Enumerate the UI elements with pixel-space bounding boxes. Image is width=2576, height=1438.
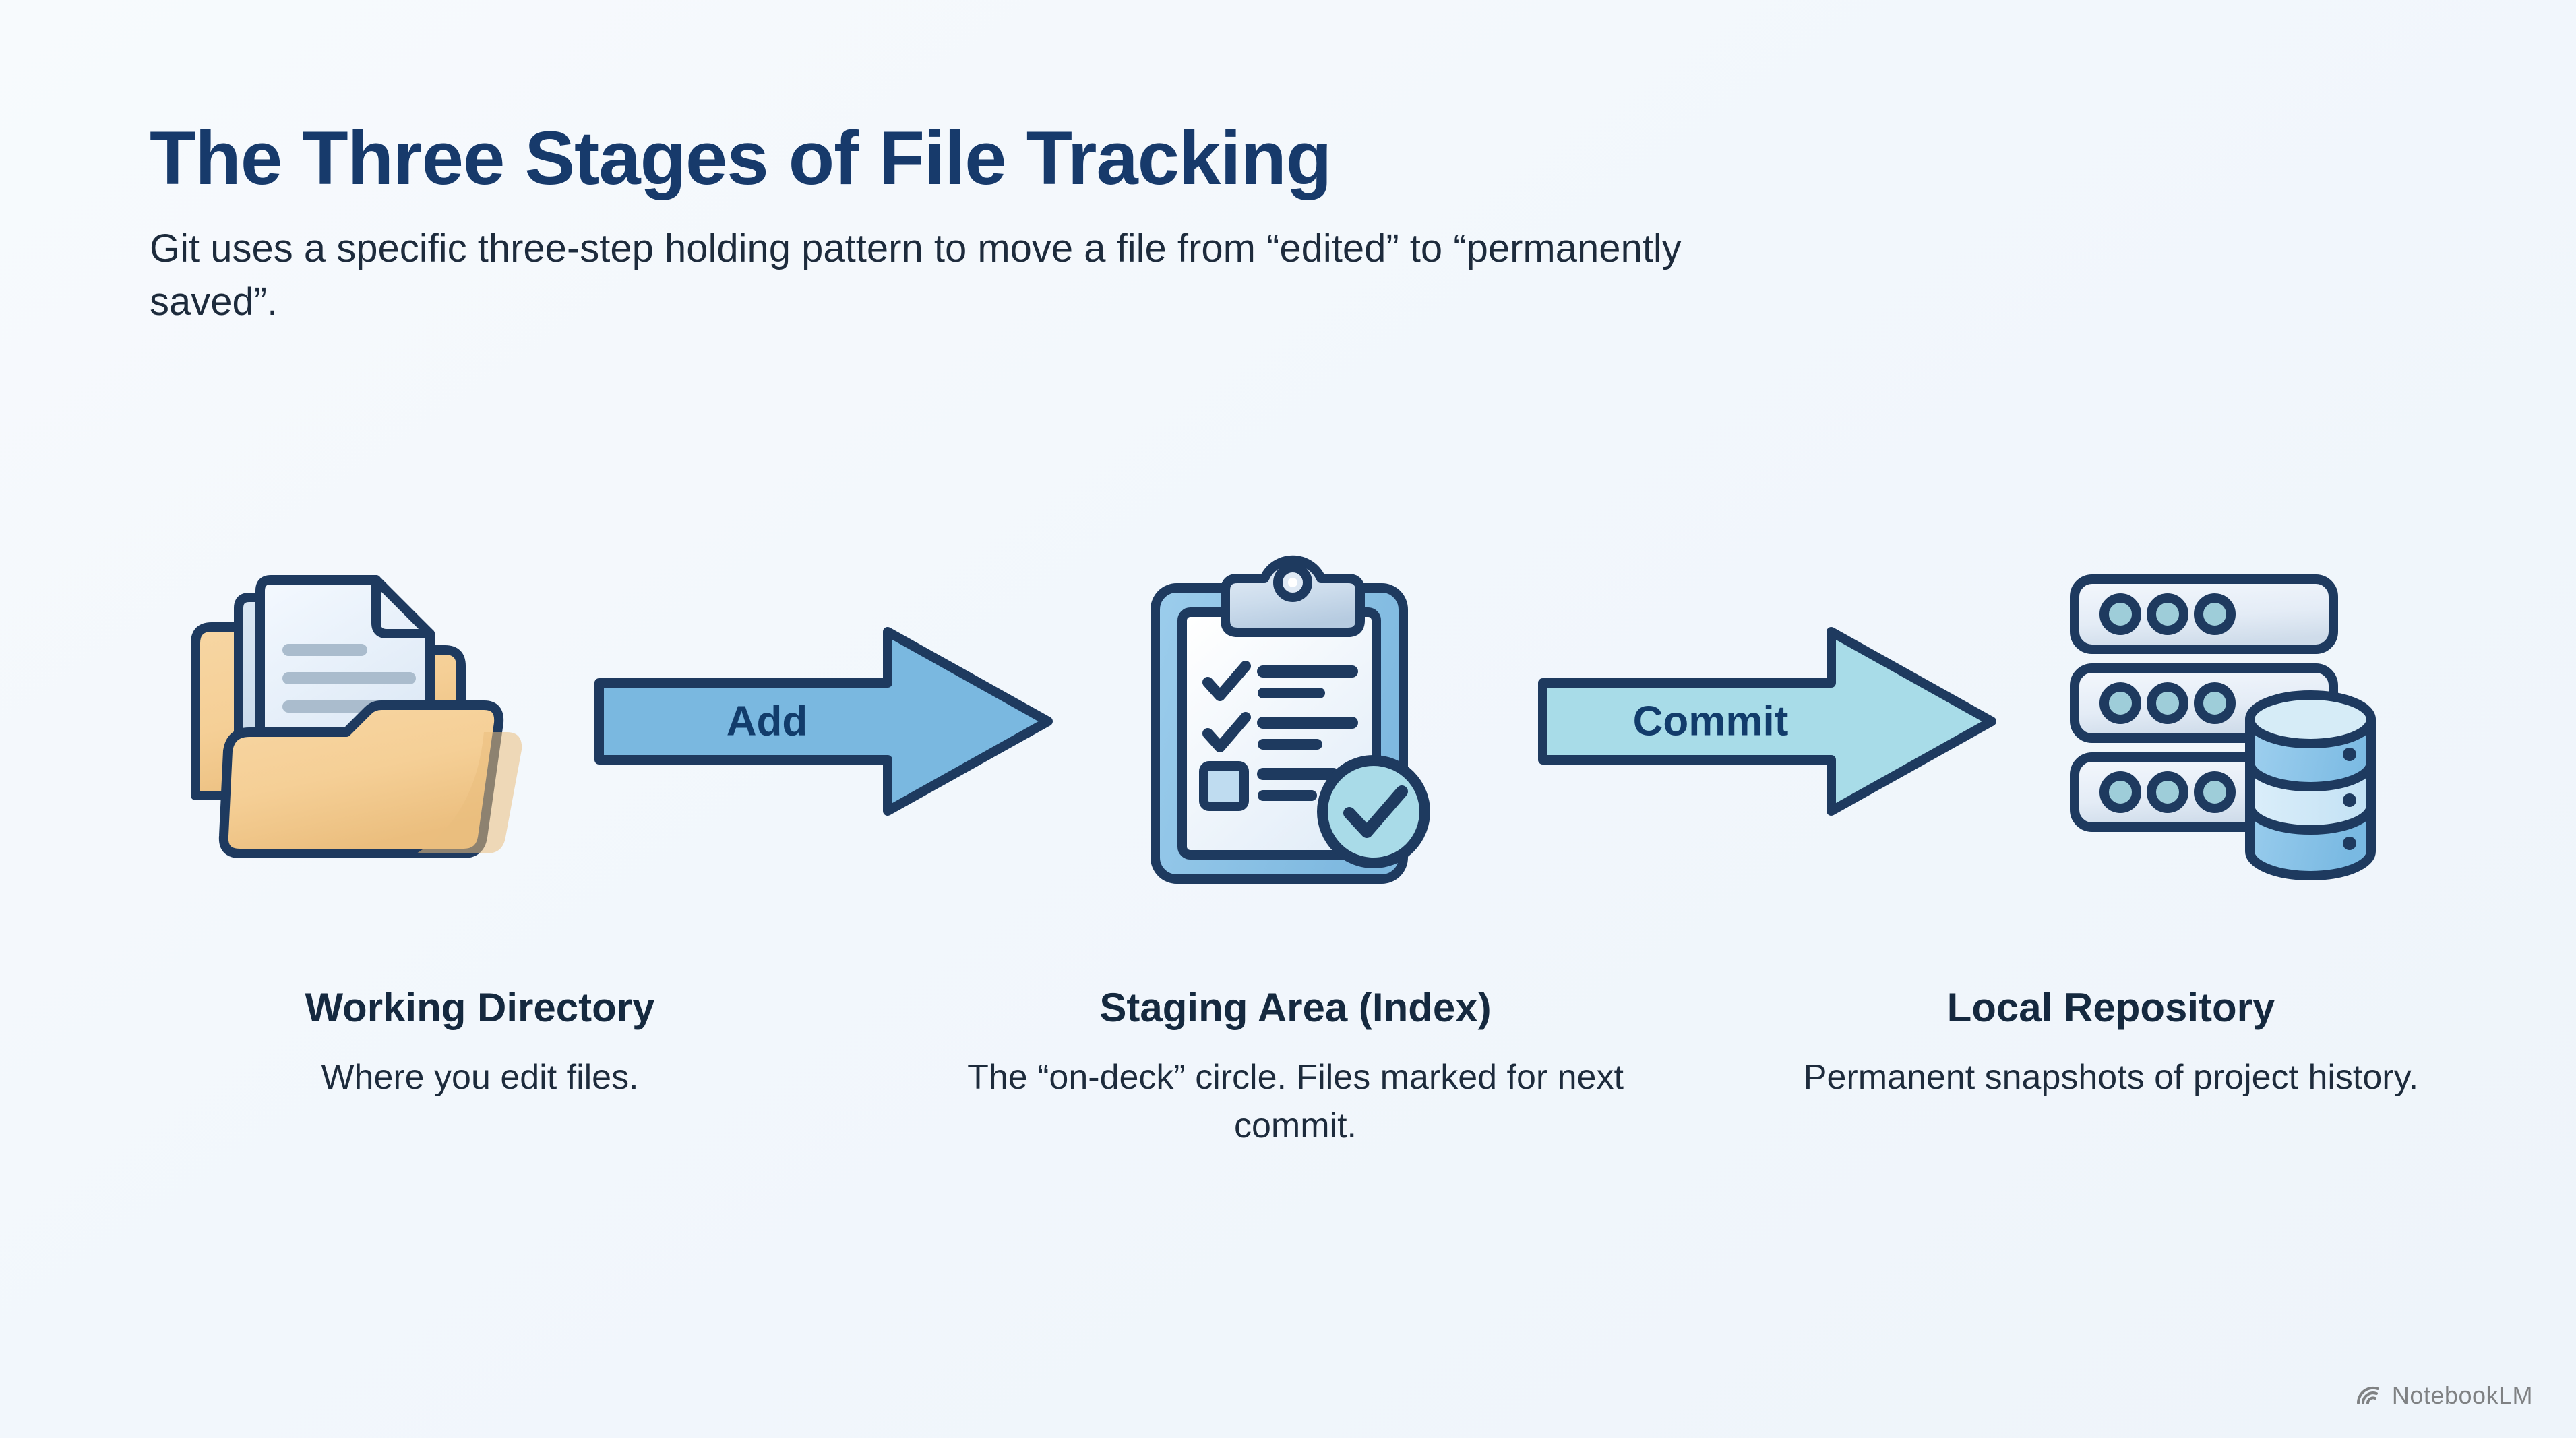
watermark-label: NotebookLM xyxy=(2391,1381,2533,1409)
page-subtitle: Git uses a specific three-step holding p… xyxy=(150,226,1682,324)
caption-description: Permanent snapshots of project history. xyxy=(1803,1058,2419,1097)
caption-working-directory: Working Directory Where you edit files. xyxy=(150,984,810,1151)
staged-check-badge-icon xyxy=(1317,755,1430,868)
commit-arrow-icon xyxy=(1538,627,1996,816)
staging-area-icon-slot xyxy=(1093,539,1498,903)
caption-description: The “on-deck” circle. Files marked for n… xyxy=(967,1058,1624,1145)
server-rack-unit-1 xyxy=(2070,574,2338,654)
notebooklm-watermark: NotebookLM xyxy=(2356,1381,2533,1410)
stage-captions-row: Working Directory Where you edit files. … xyxy=(150,984,2441,1151)
caption-description: Where you edit files. xyxy=(321,1058,639,1097)
server-database-icon xyxy=(2070,574,2376,880)
caption-title: Staging Area (Index) xyxy=(1099,985,1492,1030)
checklist-row-1 xyxy=(1202,661,1358,701)
folder-with-document-icon xyxy=(191,575,522,858)
caption-title: Working Directory xyxy=(305,985,655,1030)
database-cylinder-icon xyxy=(2245,690,2376,880)
page-title: The Three Stages of File Tracking xyxy=(150,116,1332,200)
add-arrow-slot: Add xyxy=(588,620,1060,822)
local-repository-icon-slot xyxy=(2037,539,2441,903)
checklist-row-3-unchecked xyxy=(1199,761,1339,811)
add-arrow-icon xyxy=(594,627,1053,816)
caption-local-repository: Local Repository Permanent snapshots of … xyxy=(1781,984,2441,1151)
stage-diagram-row: Add xyxy=(150,533,2441,910)
caption-staging-area: Staging Area (Index) The “on-deck” circl… xyxy=(952,984,1639,1151)
commit-arrow-slot: Commit xyxy=(1531,620,2003,822)
working-directory-icon-slot xyxy=(150,539,554,903)
caption-title: Local Repository xyxy=(1946,985,2275,1030)
notebooklm-spiral-icon xyxy=(2356,1386,2379,1404)
header: The Three Stages of File Tracking Git us… xyxy=(150,115,1835,329)
clipboard-checklist-icon xyxy=(1151,555,1430,884)
checklist-row-2 xyxy=(1202,712,1358,752)
